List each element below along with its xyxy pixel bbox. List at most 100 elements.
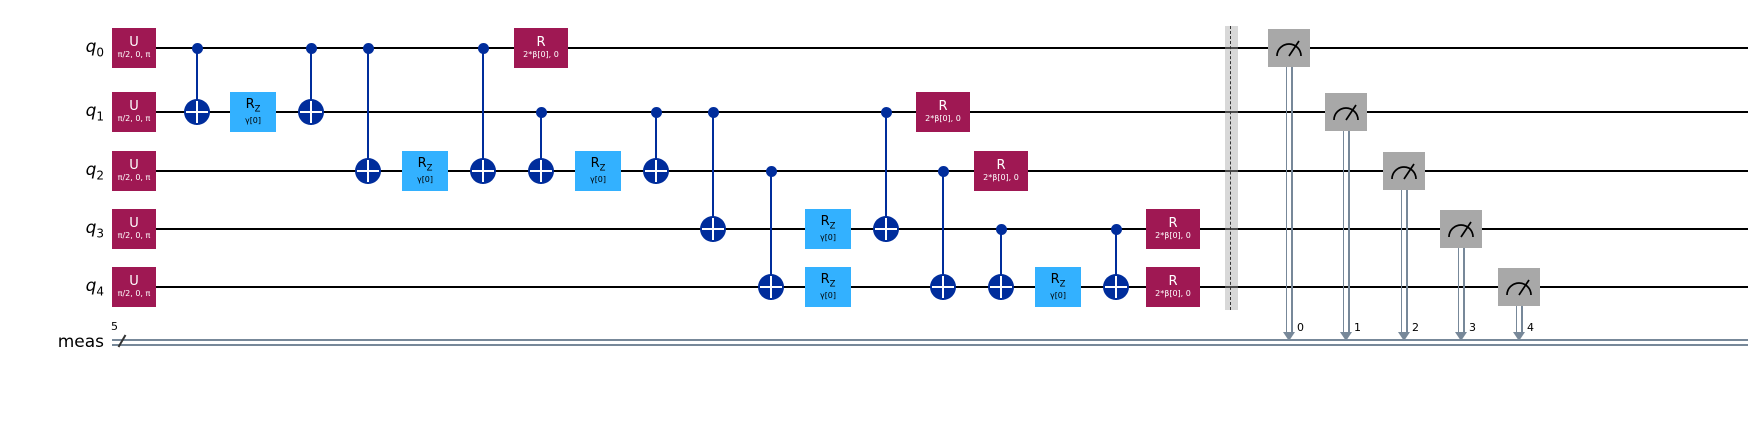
gate-params: γ[0] [1049, 291, 1067, 301]
gate-label: U [129, 216, 139, 231]
gate-label: U [129, 35, 139, 50]
qubit-label: q4 [0, 275, 104, 302]
cnot-target-icon [700, 216, 726, 242]
gate-params: π/2, 0, π [117, 173, 151, 182]
classical-bit-label: 0 [1297, 321, 1304, 334]
qubit-index: 2 [96, 168, 104, 183]
cx-connector [942, 171, 944, 300]
qubit-label: q0 [0, 36, 104, 63]
qubit-wire [112, 228, 1748, 230]
cx-control-dot [765, 165, 777, 177]
cnot-target-plus-horizontal [186, 110, 208, 114]
cx-connector [482, 48, 484, 184]
cnot-target-plus-horizontal [1105, 285, 1127, 289]
cx-control-dot [362, 42, 374, 54]
cx-connector [712, 112, 714, 242]
cx-control-dot [191, 42, 203, 54]
cx-connector [367, 48, 369, 184]
cnot-target-icon [988, 274, 1014, 300]
gate-label-subscript: Z [254, 104, 261, 115]
gate-label: U [129, 158, 139, 173]
qubit-name: q [85, 276, 97, 296]
cnot-target-icon [758, 274, 784, 300]
gate-label: R [996, 158, 1006, 173]
cx-control-dot [305, 42, 317, 54]
gate-params: 2*β[0], 0 [983, 173, 1019, 182]
cnot-target-icon [873, 216, 899, 242]
cx-control-dot [650, 106, 662, 118]
classical-wire [112, 343, 1748, 346]
cnot-target-plus-horizontal [875, 227, 897, 231]
qubit-wire [112, 47, 1748, 49]
measure-arrow-line [1348, 131, 1350, 332]
classical-wire [112, 338, 1748, 341]
gate-label: U [129, 274, 139, 289]
qubit-label: q2 [0, 159, 104, 186]
measure-gauge-icon [1333, 104, 1359, 121]
measure-arrow-line [1515, 306, 1518, 332]
gate-label-subscript: Z [829, 279, 836, 290]
gate-params: π/2, 0, π [117, 231, 151, 240]
cx-control-dot [880, 106, 892, 118]
gate-label: RZ [820, 271, 836, 290]
gate-label: RZ [820, 213, 836, 232]
measure-arrow-head [1513, 332, 1525, 341]
qubit-index: 1 [96, 109, 104, 124]
cx-connector [885, 112, 887, 242]
cx-connector [770, 171, 772, 300]
gate-label-subscript: Z [599, 163, 606, 174]
cnot-target-plus-horizontal [702, 227, 724, 231]
cnot-target-icon [355, 158, 381, 184]
measure-arrow-head [1398, 332, 1410, 341]
gate-params: γ[0] [819, 291, 837, 301]
cx-control-dot [937, 165, 949, 177]
cnot-target-plus-horizontal [932, 285, 954, 289]
classical-bit-label: 3 [1469, 321, 1476, 334]
measure-arrow-line [1285, 67, 1288, 332]
cx-connector [196, 48, 198, 125]
measure-gate [1325, 93, 1367, 131]
gate-params: γ[0] [416, 175, 434, 185]
gate-label: R [938, 99, 948, 114]
cnot-target-plus-horizontal [645, 169, 667, 173]
cnot-target-icon [298, 99, 324, 125]
measure-gauge-icon [1276, 40, 1302, 57]
gate-label: RZ [1050, 271, 1066, 290]
gate-label-subscript: Z [829, 221, 836, 232]
barrier [1224, 26, 1238, 310]
classical-bit-label: 2 [1412, 321, 1419, 334]
measure-gauge-icon [1391, 163, 1417, 180]
cx-connector [655, 112, 657, 184]
cx-control-dot [535, 106, 547, 118]
qubit-index: 4 [96, 284, 104, 299]
classical-bit-label: 1 [1354, 321, 1361, 334]
gate-params: 2*β[0], 0 [523, 50, 559, 59]
measure-arrow-line [1291, 67, 1293, 332]
cx-control-dot [995, 223, 1007, 235]
cx-control-dot [477, 42, 489, 54]
classical-size-slash [117, 334, 127, 348]
barrier-dashed-line [1230, 26, 1231, 310]
qubit-name: q [85, 218, 97, 238]
qubit-name: q [85, 101, 97, 121]
measure-arrow-line [1457, 248, 1460, 332]
classical-size-label: 5 [111, 320, 118, 333]
cx-control-dot [707, 106, 719, 118]
cnot-target-plus-horizontal [472, 169, 494, 173]
measure-gate [1383, 152, 1425, 190]
gate-label: R [1168, 216, 1178, 231]
qubit-name: q [85, 160, 97, 180]
cx-connector [1000, 229, 1002, 300]
cx-connector [310, 48, 312, 125]
measure-arrow-line [1342, 131, 1345, 332]
